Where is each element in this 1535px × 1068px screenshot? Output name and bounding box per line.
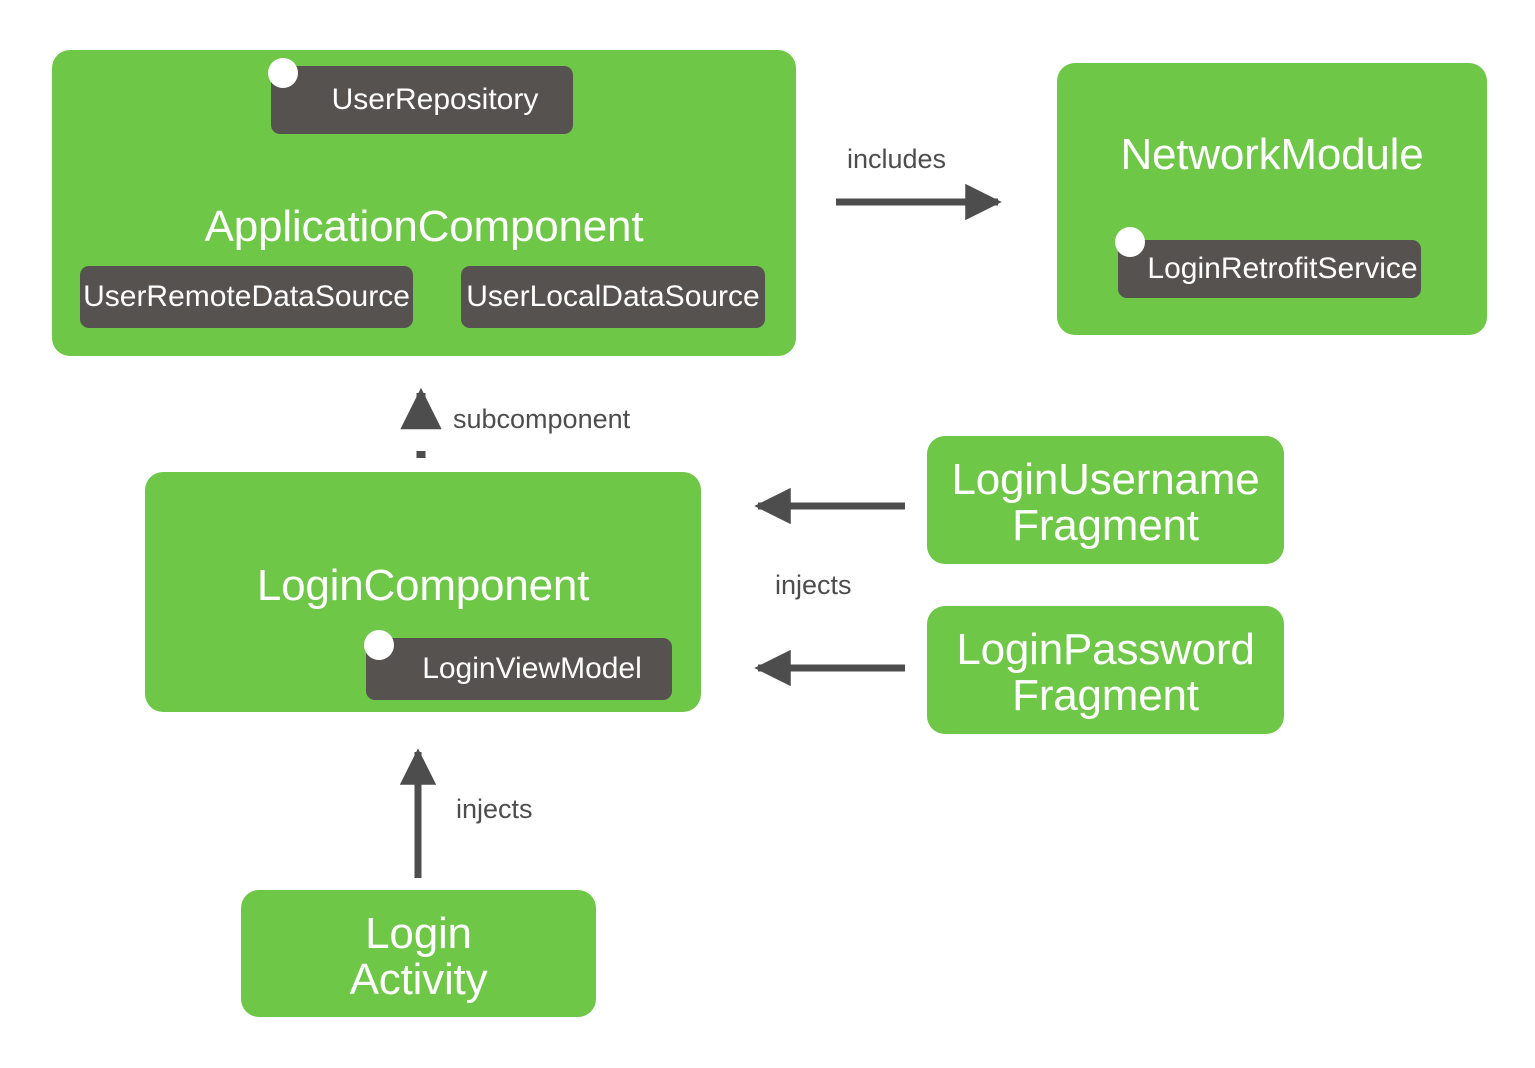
node-application-component-label: ApplicationComponent (204, 202, 644, 251)
chip-login-retrofit-service-label: LoginRetrofitService (1147, 252, 1418, 285)
chip-user-local-data-source-label: UserLocalDataSource (466, 280, 760, 313)
node-login-component-label: LoginComponent (256, 561, 590, 610)
chip-user-local-data-source[interactable]: UserLocalDataSource (461, 266, 765, 328)
chip-login-retrofit-service[interactable]: LoginRetrofitService (1118, 240, 1421, 298)
chip-login-view-model[interactable]: LoginViewModel (366, 638, 672, 700)
chip-user-remote-data-source-label: UserRemoteDataSource (83, 280, 410, 313)
chip-user-remote-data-source[interactable]: UserRemoteDataSource (80, 266, 413, 328)
node-login-username-fragment[interactable]: LoginUsername Fragment (927, 436, 1284, 564)
dependency-dot-icon (364, 630, 394, 660)
node-login-activity-label: Login Activity (349, 909, 488, 1005)
node-login-password-fragment[interactable]: LoginPassword Fragment (927, 606, 1284, 734)
edge-label-injects-activity: injects (456, 794, 533, 824)
edge-label-injects-fragments: injects (775, 570, 852, 600)
node-login-username-fragment-label: LoginUsername Fragment (951, 455, 1260, 551)
chip-login-view-model-label: LoginViewModel (422, 652, 642, 685)
node-login-password-fragment-label: LoginPassword Fragment (956, 625, 1255, 721)
dependency-dot-icon (268, 58, 298, 88)
chip-user-repository-label: UserRepository (331, 83, 539, 116)
edge-label-subcomponent: subcomponent (453, 404, 631, 434)
node-network-module-label: NetworkModule (1120, 130, 1424, 179)
node-login-activity[interactable]: Login Activity (241, 890, 596, 1017)
edge-label-includes: includes (847, 144, 947, 174)
chip-user-repository[interactable]: UserRepository (271, 66, 573, 134)
dependency-dot-icon (1115, 227, 1145, 257)
